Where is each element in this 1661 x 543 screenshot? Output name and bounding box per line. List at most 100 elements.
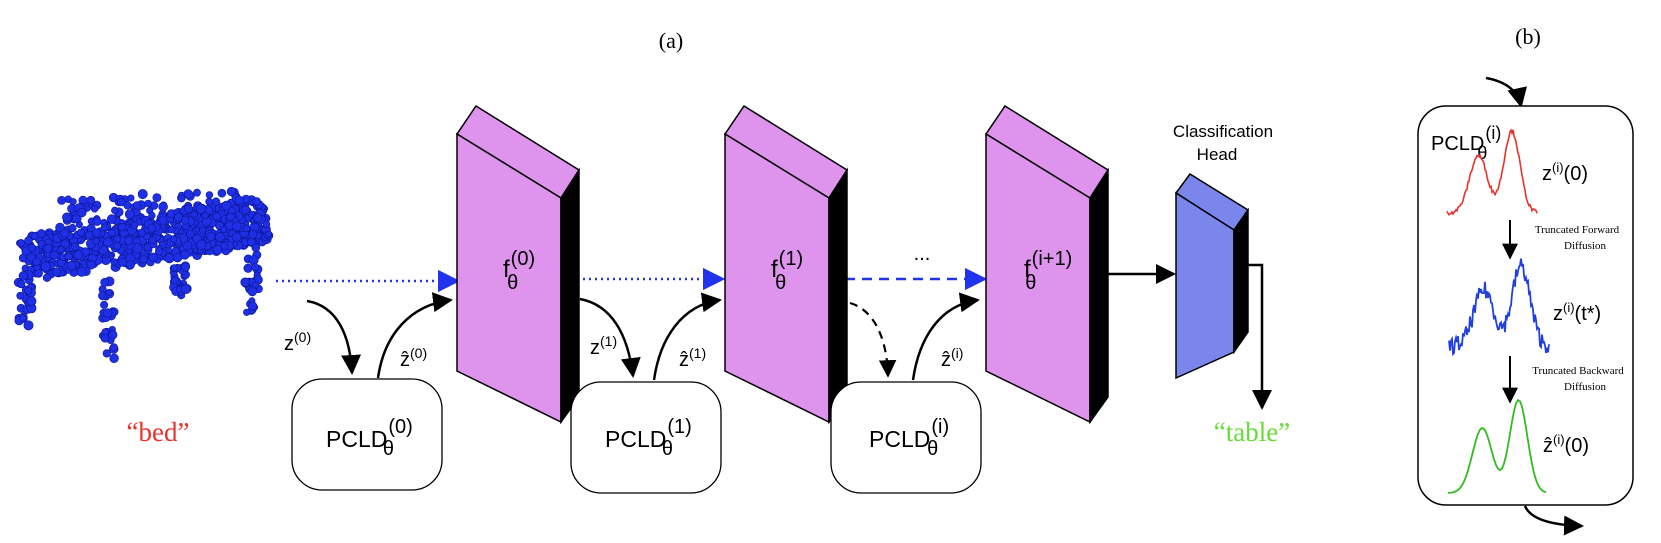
block-label-0: f(0)θ xyxy=(503,248,535,294)
point-cloud-dot xyxy=(201,212,209,220)
point-cloud-dot xyxy=(124,209,135,220)
point-cloud-dot xyxy=(108,330,118,340)
ellipsis: ... xyxy=(914,243,931,265)
point-cloud-dot xyxy=(84,230,94,240)
panel-a-label: (a) xyxy=(659,28,683,53)
point-cloud-dot xyxy=(132,243,143,254)
arrow-zhat0-up xyxy=(376,292,453,379)
point-cloud-dot xyxy=(174,212,184,222)
point-cloud-dot xyxy=(86,260,96,270)
point-cloud-dot xyxy=(37,229,46,238)
point-cloud-dot xyxy=(26,296,37,307)
point-cloud-dot xyxy=(190,210,198,219)
module-label: PCLD(i)θ xyxy=(1431,123,1501,163)
point-cloud-dot xyxy=(76,266,87,277)
curve-label-zt: z(i)(t*) xyxy=(1553,300,1601,325)
point-cloud-dot xyxy=(127,194,135,202)
point-cloud-dot xyxy=(117,223,127,232)
curve-label-zhat0: ẑ(i)(0) xyxy=(1543,432,1589,457)
point-cloud-dot xyxy=(247,286,258,297)
point-cloud-dot xyxy=(30,232,39,240)
classification-head-label-line2: Head xyxy=(1197,145,1238,164)
point-cloud-dot xyxy=(170,264,178,272)
point-cloud-dot xyxy=(248,255,259,266)
point-cloud-dot xyxy=(226,186,236,197)
point-cloud-dot xyxy=(24,286,33,295)
point-cloud-dot xyxy=(143,243,152,251)
point-cloud-dot xyxy=(172,252,183,263)
point-cloud-dot xyxy=(248,229,258,239)
point-cloud-dot xyxy=(32,257,41,266)
pcld-box-i xyxy=(830,381,982,494)
latent-label-zhat0: ẑ(0) xyxy=(400,345,427,371)
arrow-z1-down xyxy=(579,297,641,378)
point-cloud-dot xyxy=(86,195,96,205)
point-cloud-dot xyxy=(265,230,273,238)
point-cloud-dot xyxy=(113,235,122,243)
point-cloud-dot xyxy=(212,244,223,255)
point-cloud-dot xyxy=(215,232,225,242)
point-cloud-dot xyxy=(171,276,179,285)
point-cloud-dot xyxy=(100,333,110,343)
arrow-zi-down-dashed xyxy=(849,301,897,378)
point-cloud-dot xyxy=(23,320,34,331)
point-cloud-dot xyxy=(77,208,87,218)
point-cloud-dot xyxy=(243,263,253,273)
point-cloud-dot xyxy=(102,308,113,318)
point-cloud-dot xyxy=(193,188,201,197)
point-cloud-dot xyxy=(199,226,207,234)
point-cloud-dot xyxy=(67,204,76,213)
point-cloud-dot xyxy=(205,197,213,206)
pcld-label-1: PCLD(1)θ xyxy=(605,416,692,460)
latent-label-zhat1: ẑ(1) xyxy=(679,345,706,371)
point-cloud-dot xyxy=(220,242,229,250)
backward-diffusion-label-line2: Diffusion xyxy=(1564,381,1606,393)
point-cloud-dot xyxy=(91,228,102,238)
point-cloud-dot xyxy=(57,246,65,254)
point-cloud-dot xyxy=(62,212,72,223)
curve-label-z0: z(i)(0) xyxy=(1542,160,1588,185)
point-cloud-dot xyxy=(226,212,235,222)
feature-block-1 xyxy=(723,104,849,425)
arrow-z0-down xyxy=(306,299,362,375)
point-cloud-dot xyxy=(103,237,113,248)
point-cloud-dot xyxy=(148,236,157,245)
point-cloud-dot xyxy=(252,197,261,206)
point-cloud-dot xyxy=(220,226,228,234)
arrow-to-output xyxy=(1248,263,1272,410)
point-cloud-dot xyxy=(42,273,52,282)
arrow-zhat1-up xyxy=(652,292,722,381)
point-cloud-dot xyxy=(90,204,99,213)
point-cloud-dot xyxy=(24,236,33,245)
point-cloud-dot xyxy=(117,198,126,207)
point-cloud-dot xyxy=(18,271,29,281)
point-cloud-dot xyxy=(170,235,178,244)
point-cloud-dot xyxy=(17,239,26,248)
point-cloud-dot xyxy=(40,261,51,272)
point-cloud-dot xyxy=(139,255,148,264)
classification-head-block xyxy=(1174,172,1250,380)
point-cloud-dot xyxy=(184,204,194,214)
point-cloud-dot xyxy=(148,211,156,220)
point-cloud-dot xyxy=(155,247,164,256)
backward-diffusion-label-line1: Truncated Backward xyxy=(1532,365,1624,377)
point-cloud-dot xyxy=(148,252,158,262)
point-cloud-dot xyxy=(109,343,118,352)
point-cloud-dot xyxy=(57,195,66,205)
latent-label-zhati: ẑ(i) xyxy=(941,345,963,371)
point-cloud-dot xyxy=(251,243,261,252)
bed-point-cloud xyxy=(13,186,274,363)
point-cloud-dot xyxy=(231,221,242,232)
point-cloud-dot xyxy=(253,213,263,223)
point-cloud-dot xyxy=(70,242,80,251)
point-cloud-dot xyxy=(247,237,256,247)
point-cloud-dot xyxy=(158,202,168,212)
arrow-zhati-up xyxy=(911,292,980,381)
point-cloud-dot xyxy=(17,279,26,289)
point-cloud-dot xyxy=(137,189,148,200)
point-cloud-dot xyxy=(16,291,25,300)
point-cloud-dot xyxy=(240,277,250,288)
curve-restored-signal xyxy=(1447,398,1547,494)
point-cloud-dot xyxy=(183,241,193,251)
point-cloud-dot xyxy=(167,225,176,234)
